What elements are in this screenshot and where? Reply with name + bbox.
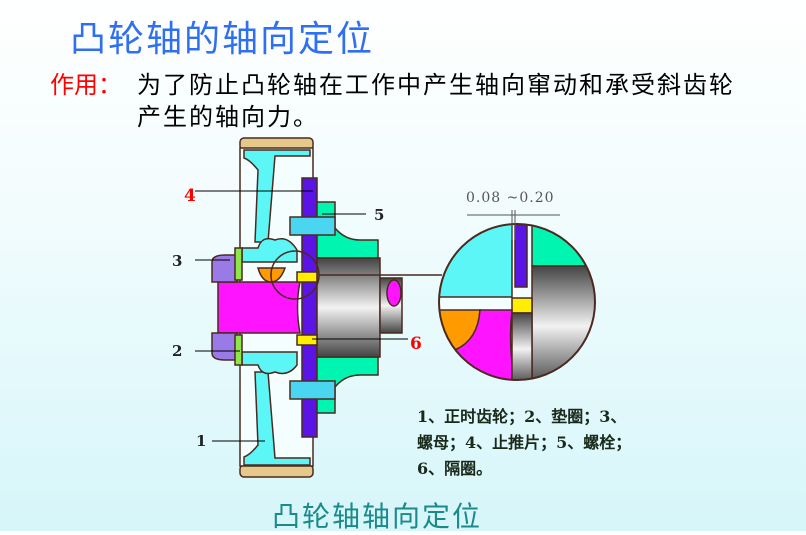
magnified-detail <box>439 224 595 380</box>
camshaft-journal <box>316 257 381 358</box>
purpose-text-line1: 为了防止凸轮轴在工作中产生轴向窜动和承受斜齿轮 <box>137 71 735 99</box>
clearance-dimension: 0.08 ~0.20 <box>466 190 555 206</box>
bolt-top <box>289 216 336 236</box>
legend-line3: 6、隔圈。 <box>417 459 493 478</box>
spacer-top <box>296 271 318 283</box>
spacer-bottom <box>296 334 318 346</box>
legend-line1: 1、正时齿轮；2、垫圈；3、 <box>417 407 627 426</box>
label-2: 2 <box>172 342 183 360</box>
washer-bottom <box>234 334 243 366</box>
label-5: 5 <box>374 206 385 224</box>
parts-legend: 1、正时齿轮；2、垫圈；3、 螺母；4、止推片；5、螺栓； 6、隔圈。 <box>417 404 631 482</box>
gear-web-top <box>243 149 311 243</box>
label-4: 4 <box>184 186 196 206</box>
bolt-bottom <box>289 380 336 400</box>
gear-hub <box>241 237 298 375</box>
legend-line2: 螺母；4、止推片；5、螺栓； <box>417 433 632 452</box>
washer-top <box>234 247 243 281</box>
diagram-caption: 凸轮轴轴向定位 <box>272 500 483 533</box>
label-1: 1 <box>196 432 207 450</box>
camshaft-nose <box>217 281 301 334</box>
label-3: 3 <box>172 252 183 270</box>
cam-lobe <box>386 279 402 307</box>
label-6: 6 <box>410 334 422 354</box>
leader-lines <box>195 190 408 442</box>
gear-rim-bottom <box>239 464 314 478</box>
gear-web-bottom <box>243 371 311 466</box>
magnified-detail-outline <box>438 223 596 381</box>
purpose-label: 作用： <box>50 71 122 99</box>
purpose-text-line2: 产生的轴向力。 <box>137 103 319 131</box>
page-title: 凸轮轴的轴向定位 <box>70 19 375 60</box>
